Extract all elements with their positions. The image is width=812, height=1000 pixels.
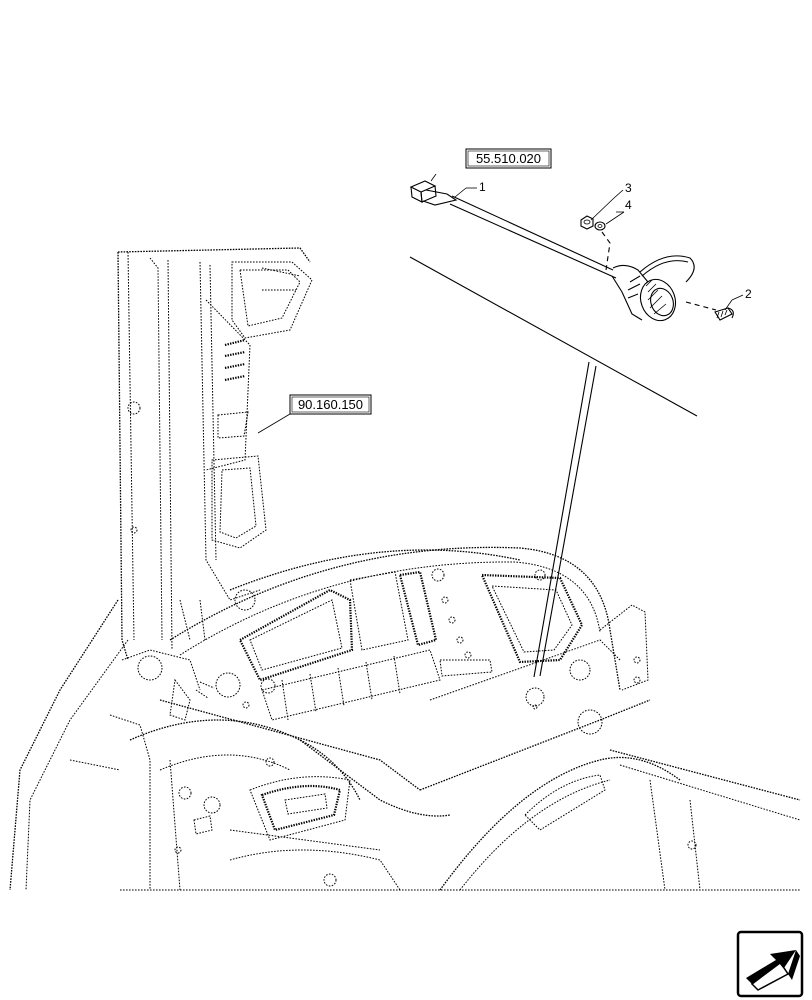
left-side-panel xyxy=(9,599,215,891)
callout-1: 1 xyxy=(479,180,486,194)
callout-4: 4 xyxy=(625,198,632,212)
next-page-arrow-icon[interactable] xyxy=(736,930,804,998)
section-cut xyxy=(409,256,698,678)
callout-3: 3 xyxy=(625,181,632,195)
a-pillar xyxy=(117,247,313,661)
reference-box-55-510-020[interactable]: 55.510.020 xyxy=(465,148,552,169)
cab-assembly xyxy=(9,247,801,891)
cable-connector-assembly xyxy=(409,180,734,322)
reference-label-mid: 90.160.150 xyxy=(298,397,363,412)
callout-leaders xyxy=(257,173,744,434)
callout-2: 2 xyxy=(745,287,752,301)
lower-cab-floor xyxy=(120,719,801,891)
reference-label-top: 55.510.020 xyxy=(476,151,541,166)
reference-box-90-160-150[interactable]: 90.160.150 xyxy=(289,394,372,415)
dashboard-console xyxy=(159,546,651,791)
